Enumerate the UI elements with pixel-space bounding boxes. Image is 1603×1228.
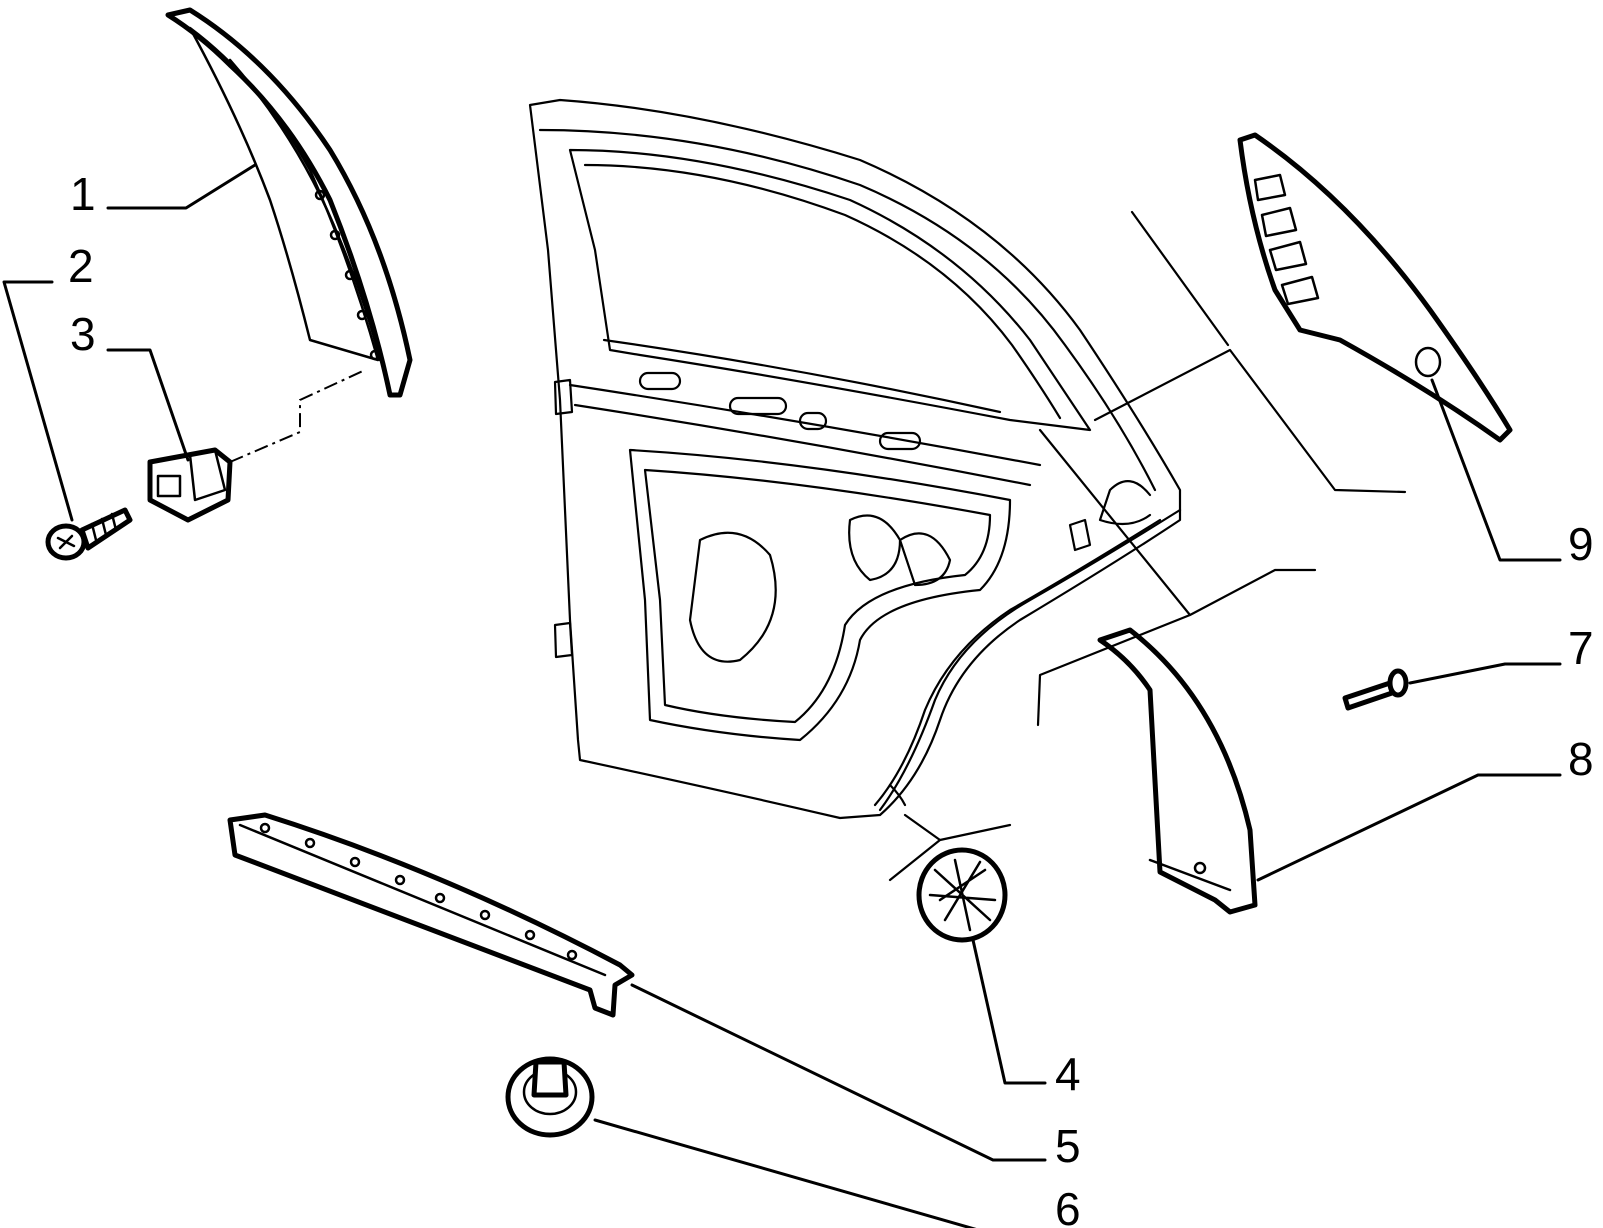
part-3-clip	[147, 447, 233, 523]
part-5-sill-strip	[227, 812, 635, 1018]
callout-6: 6	[1055, 1183, 1081, 1228]
callout-5: 5	[1055, 1120, 1081, 1172]
part-3-dash-line	[229, 369, 366, 463]
extension-line-8	[1036, 428, 1317, 727]
leader-6	[593, 1118, 977, 1228]
callout-9: 9	[1568, 518, 1594, 570]
callout-3: 3	[70, 308, 96, 360]
part-8-arch-panel	[1097, 627, 1258, 915]
leader-5	[630, 983, 1047, 1162]
leader-3	[106, 348, 190, 462]
callout-7: 7	[1568, 622, 1594, 674]
part-4-grille	[916, 847, 1008, 943]
callout-1: 1	[70, 168, 96, 220]
leader-lines	[2, 163, 1562, 1228]
callout-8: 8	[1568, 733, 1594, 785]
part-1-pillar-trim	[165, 7, 413, 398]
extension-line-9	[1093, 210, 1407, 494]
part-6-push-clip	[505, 1056, 595, 1138]
door-panel	[528, 98, 1182, 820]
callout-labels: 1 2 3 4 5 6 7 8 9	[68, 168, 1594, 1228]
callout-2: 2	[68, 240, 94, 292]
leader-9	[1430, 378, 1562, 562]
extension-line-4	[888, 813, 1012, 882]
part-7-screw	[1342, 668, 1409, 711]
leader-2	[2, 280, 74, 522]
leader-4	[971, 938, 1047, 1085]
leader-8	[1256, 773, 1562, 882]
leader-1	[106, 163, 257, 210]
leader-7	[1408, 662, 1562, 685]
callout-4: 4	[1055, 1048, 1081, 1100]
part-9-rear-panel	[1237, 132, 1513, 443]
part-2-screw	[45, 507, 133, 561]
